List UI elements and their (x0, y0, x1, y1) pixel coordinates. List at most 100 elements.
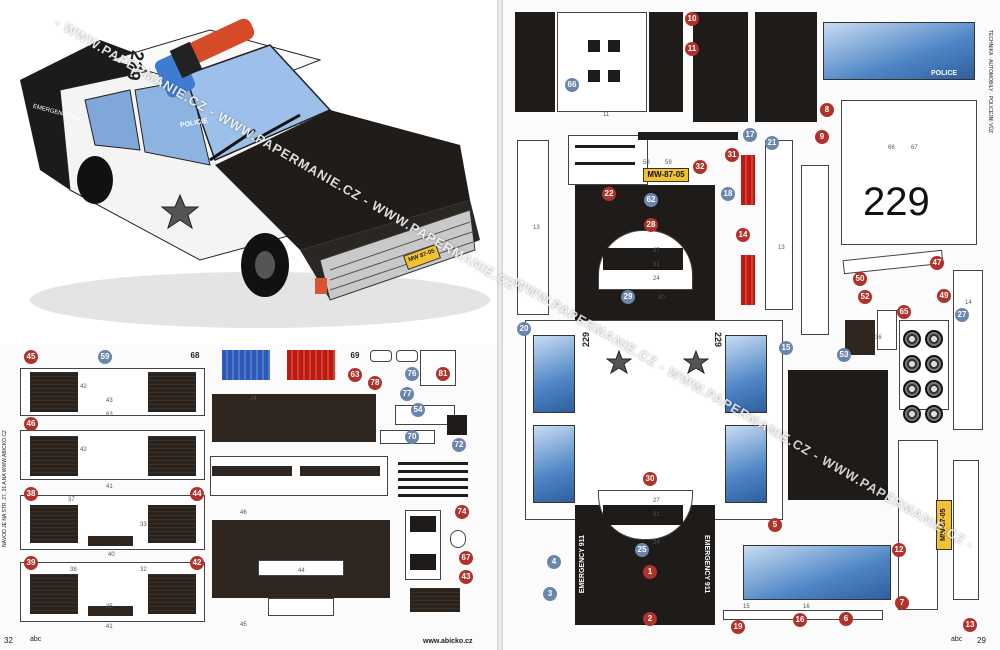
abc-logo-icon: abc (30, 636, 42, 643)
right-spine-text: TECHNIKA · AUTOMOBILY · POLICEJNÍ VŮZ (987, 30, 993, 134)
part-rear-window-black (788, 370, 888, 500)
dim-label: 11 (603, 112, 610, 118)
part-9-roof (841, 100, 977, 245)
part-number-25: 25 (635, 543, 649, 557)
part-number-12: 12 (892, 543, 906, 557)
part-side-strip-right (953, 460, 979, 600)
part-number-70: 70 (405, 430, 419, 444)
left-footer-url: www.abicko.cz (423, 638, 473, 645)
part-number-74: 74 (455, 505, 469, 519)
part-67 (450, 530, 466, 548)
part-number-39: 39 (24, 556, 38, 570)
dim-label: 24 (653, 276, 660, 282)
dim-label: 30 (658, 295, 665, 301)
part-number-7: 7 (895, 596, 909, 610)
dim-label: 38 (70, 567, 77, 573)
part-63 (212, 394, 376, 442)
part-number-9: 9 (815, 130, 829, 144)
part-number-53: 53 (837, 348, 851, 362)
dim-label: 63 (106, 412, 113, 418)
wheel-icon (925, 355, 943, 373)
part-number-68: 68 (190, 351, 200, 360)
part-31-taillight (741, 155, 755, 205)
part-number-5: 5 (768, 518, 782, 532)
part-number-14: 14 (736, 228, 750, 242)
part-11 (755, 12, 817, 122)
dim-label: 46 (240, 510, 247, 516)
dim-label: 16 (803, 604, 810, 610)
part-number-50: 50 (853, 272, 867, 286)
wheel-icon (925, 330, 943, 348)
part-number-11: 11 (685, 42, 699, 56)
dim-label: 27 (653, 248, 660, 254)
part-number-78: 78 (368, 376, 382, 390)
part-number-10: 10 (685, 12, 699, 26)
wheel-icon (925, 405, 943, 423)
part-number-20: 20 (517, 322, 531, 336)
part-22-wipers (568, 135, 648, 185)
part-number-54: 54 (411, 403, 425, 417)
part-number-31: 31 (725, 148, 739, 162)
right-page: POLICE 229 MW-87-05 229 229 EMERGENCY 9 (503, 0, 1000, 650)
dim-label: 15 (743, 604, 750, 610)
dim-label: 24 (653, 540, 660, 546)
part-number-8: 8 (820, 103, 834, 117)
part-number-42: 42 (190, 556, 204, 570)
part-rear-panel (898, 440, 938, 610)
dim-label: 14 (965, 300, 972, 306)
part-side-strip (517, 140, 549, 315)
part-number-4: 4 (547, 555, 561, 569)
part-number-72: 72 (452, 438, 466, 452)
part-21-strip (765, 140, 793, 310)
star-badge-icon (606, 350, 632, 375)
part-27-strip (953, 270, 983, 430)
part-strip-2 (801, 165, 829, 335)
dim-label: 59 (665, 160, 672, 166)
part-44 (210, 456, 388, 496)
part-number-21: 21 (765, 136, 779, 150)
part-number-1: 1 (643, 565, 657, 579)
part-number-13: 13 (963, 618, 977, 632)
part-rear-pillar (515, 12, 555, 112)
part-number-38: 38 (24, 487, 38, 501)
part-number-76: 76 (405, 367, 419, 381)
part-number-27: 27 (955, 308, 969, 322)
part-10 (693, 12, 748, 122)
part-number-59: 59 (98, 350, 112, 364)
part-number-45: 45 (24, 350, 38, 364)
part-number-18: 18 (721, 187, 735, 201)
dim-label: 31 (653, 262, 660, 268)
part-number-62: 62 (644, 193, 658, 207)
roof-number: 229 (863, 180, 930, 224)
wheel-icon (925, 380, 943, 398)
part-number-15: 15 (779, 341, 793, 355)
part-number-17: 17 (743, 128, 757, 142)
dim-label: 66 (888, 145, 895, 151)
dim-label: 27 (653, 498, 660, 504)
part-43 (410, 588, 460, 612)
part-number-19: 19 (731, 620, 745, 634)
side-number-right: 229 (713, 332, 723, 348)
dim-label: 58 (643, 160, 650, 166)
part-number-66: 66 (565, 78, 579, 92)
part-number-52: 52 (858, 290, 872, 304)
dim-label: 31 (653, 512, 660, 518)
part-number-47: 47 (930, 256, 944, 270)
dim-label: 41 (106, 624, 113, 630)
dim-label: 36 (875, 335, 882, 341)
part-number-29: 29 (621, 290, 635, 304)
side-window-left-rear (533, 425, 575, 503)
part-number-67: 67 (459, 551, 473, 565)
left-page-number: 32 (4, 636, 13, 645)
wheel-icon (903, 330, 921, 348)
side-window-left-front (533, 335, 575, 413)
dim-label: 32 (140, 567, 147, 573)
part-42 (212, 520, 390, 598)
part-66 (557, 12, 647, 112)
left-page: EMERGENCY 911 POLICIE 229 MW 87-05 (0, 0, 497, 650)
emergency-text-left: EMERGENCY 911 (579, 535, 586, 594)
part-number-44: 44 (190, 487, 204, 501)
part-number-16: 16 (793, 613, 807, 627)
part-blue-light (222, 350, 270, 380)
part-number-2: 2 (643, 612, 657, 626)
